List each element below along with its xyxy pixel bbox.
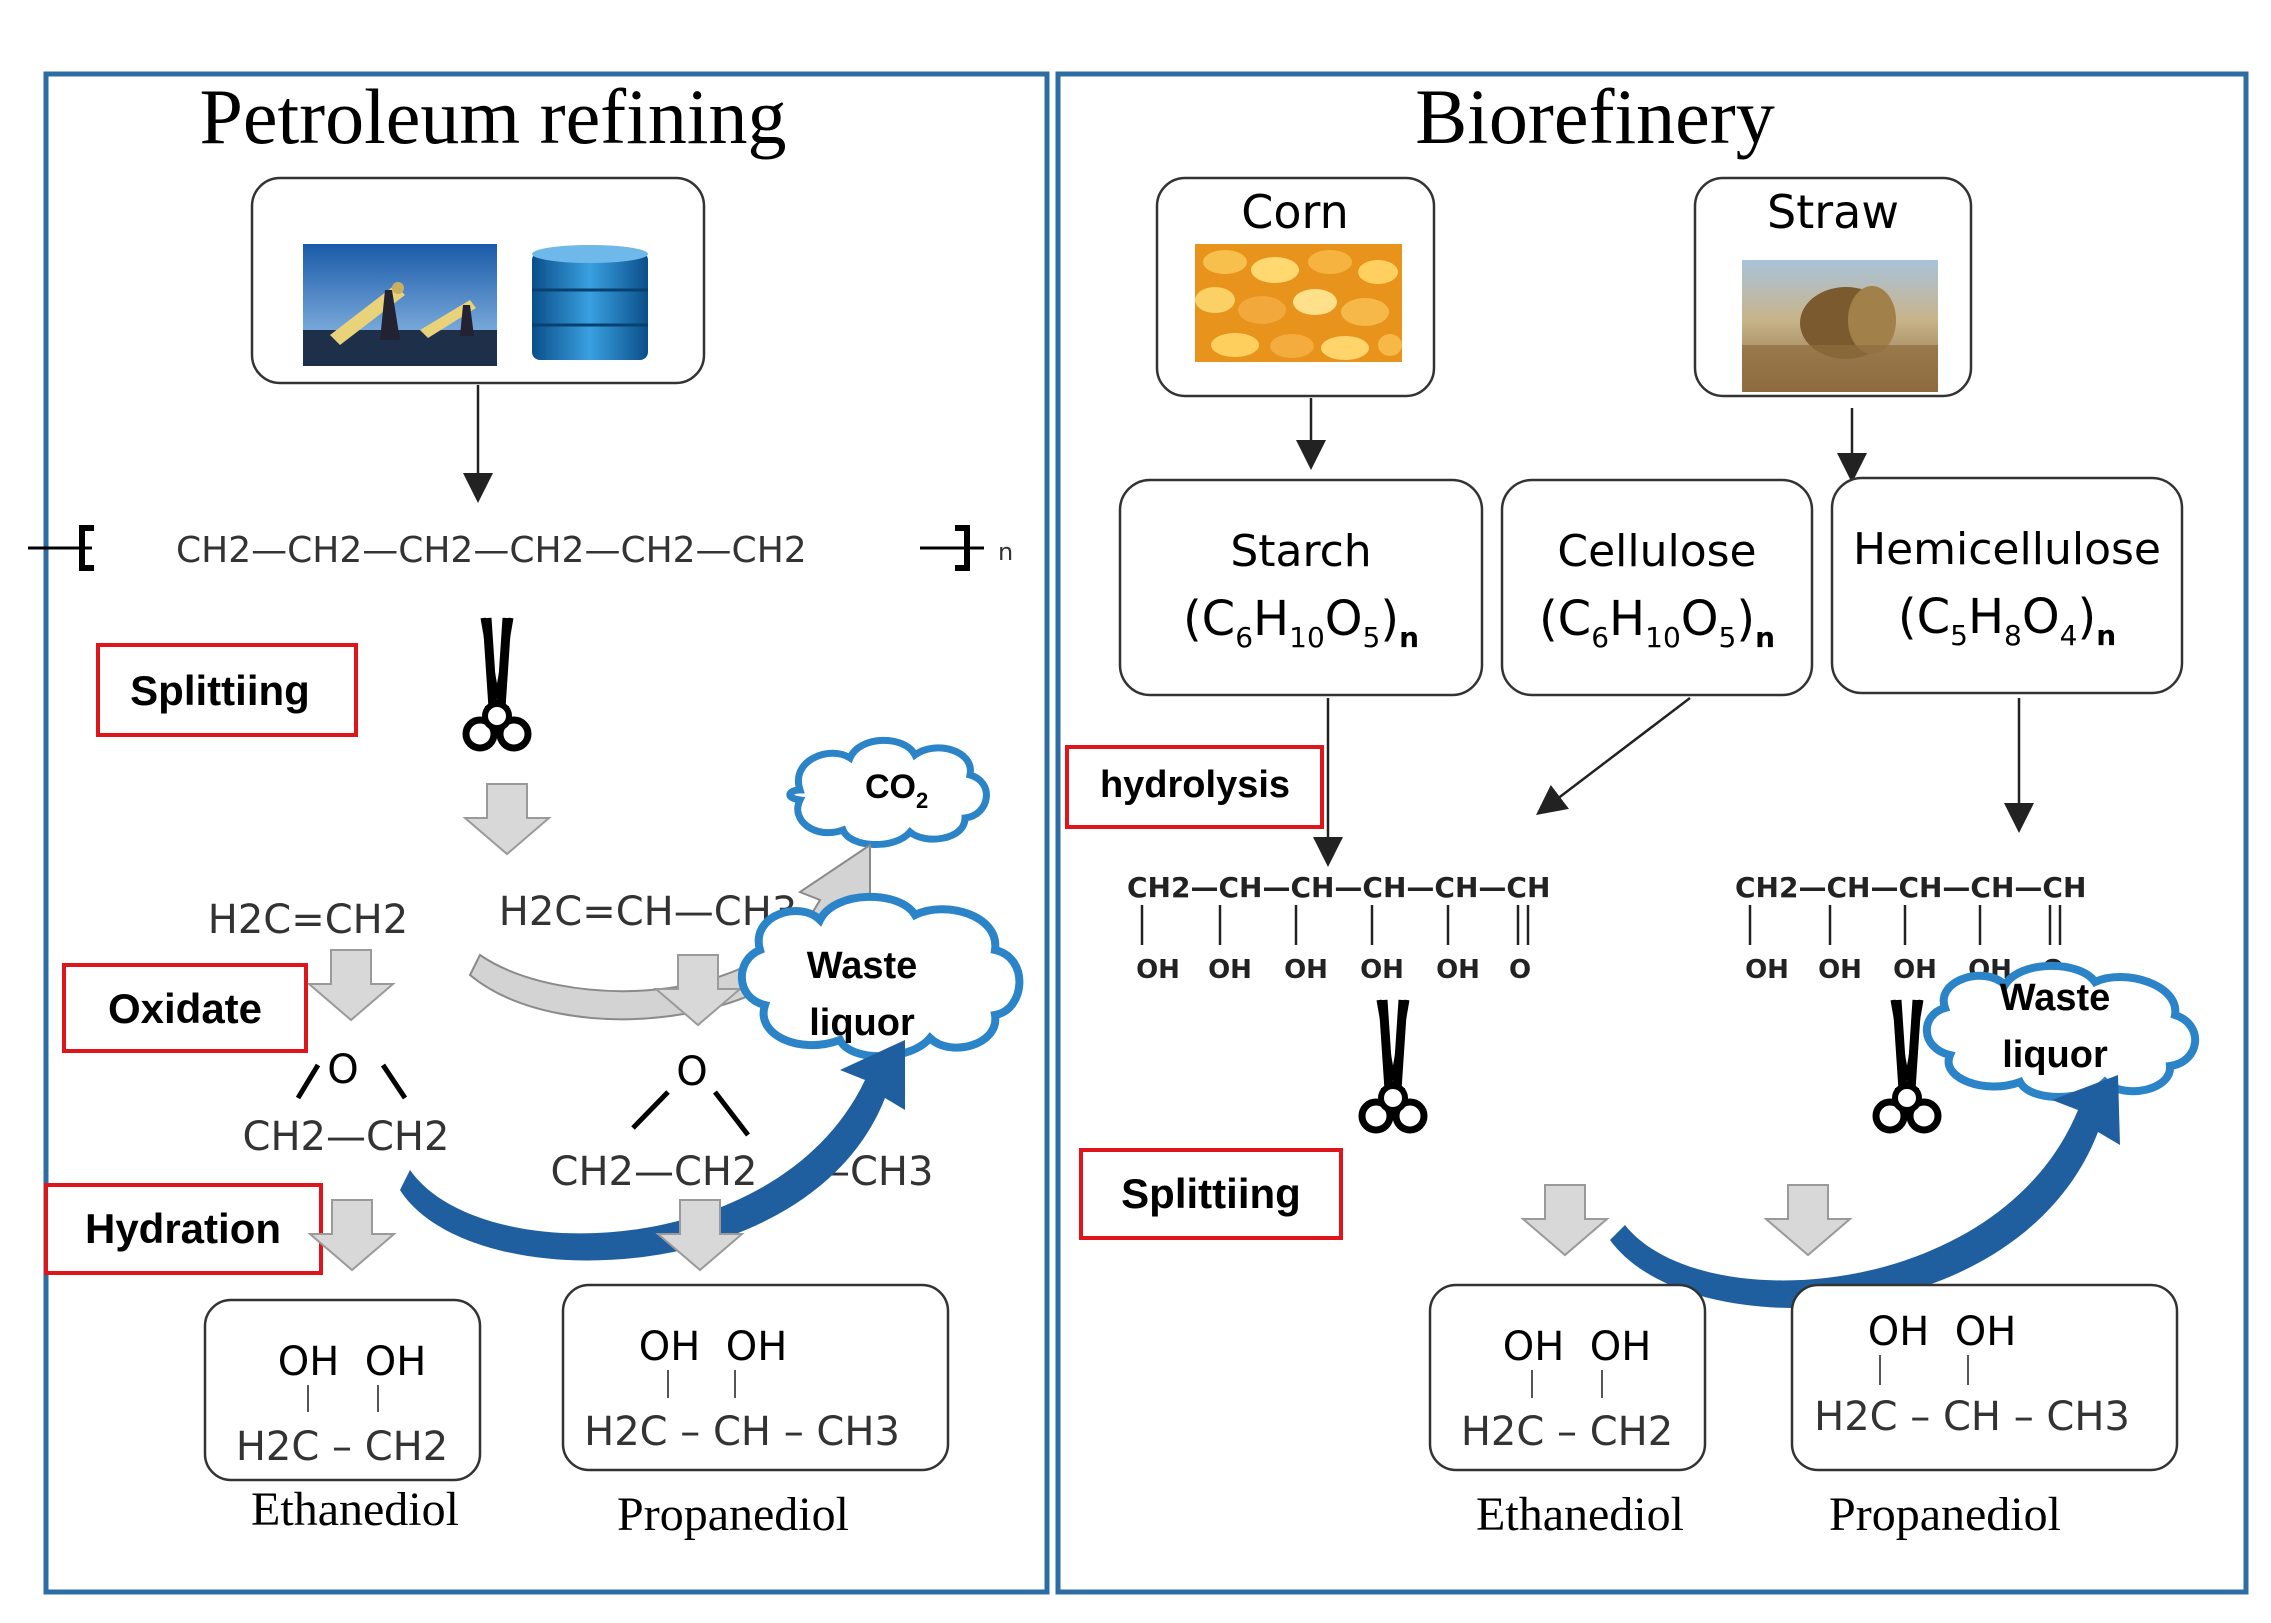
right-title: Biorefinery [1415,73,1775,160]
cellulose-label: Cellulose [1557,526,1756,577]
label-splitting: Splittiing [130,667,310,714]
label-hydrolysis: hydrolysis [1100,764,1290,806]
svg-text:OH: OH [1745,955,1789,985]
label-splitting-box [96,643,358,737]
ethanediol-box-right [1428,1283,1707,1472]
svg-text:OH: OH [1284,955,1328,985]
svg-text:O: O [327,1047,358,1093]
svg-text:CH2—CH2: CH2—CH2 [243,1114,450,1160]
svg-text:H2C – CH – CH3: H2C – CH – CH3 [584,1409,900,1455]
svg-text:Waste: Waste [807,945,918,987]
svg-text:O: O [1509,955,1531,985]
svg-text:OH: OH [1436,955,1480,985]
label-hydrolysis-box [1065,745,1324,829]
ethanediol-label: Ethanediol [251,1483,459,1536]
ethylene-oxide: O CH2—CH2 [243,1047,450,1160]
svg-text:OH: OH [1818,955,1862,985]
corn-photo [1195,244,1402,362]
propylene: H2C=CH—CH3 [499,889,797,935]
svg-text:OH OH: OH OH [1868,1309,2017,1355]
block-arrow-down [464,783,550,855]
waste-liquor-cloud: Waste liquor [737,892,1024,1061]
hemicellulose-formula: (C5H8O4)n [1898,589,2116,652]
oil-pump-photo [303,244,497,366]
svg-text:Waste: Waste [2000,977,2111,1019]
svg-text:OH: OH [1360,955,1404,985]
waste-liquor-cloud: Waste liquor [1922,961,2199,1101]
svg-text:CH2—CH—CH—CH—CH—CH: CH2—CH—CH—CH—CH—CH [1127,871,1550,904]
svg-text:n: n [998,538,1013,566]
block-arrow-down [1522,1184,1608,1256]
starch-formula: (C6H10O5)n [1183,591,1419,654]
curved-arrow-waste-right [1610,1075,2120,1308]
straw-bale-photo [1742,260,1938,392]
propanediol-label-right: Propanediol [1829,1488,2061,1541]
left-title: Petroleum refining [199,73,786,160]
cellulose-box [1500,478,1814,697]
label-oxidate-box [62,963,308,1053]
scissors-icon [466,618,528,748]
label-hydration-box [44,1183,323,1275]
hemicellulose-label: Hemicellulose [1853,524,2161,575]
label-hydration: Hydration [85,1205,281,1252]
cellulose-formula: (C6H10O5)n [1539,591,1775,654]
label-splitting-box-right [1079,1148,1343,1240]
svg-text:H2C – CH – CH3: H2C – CH – CH3 [1814,1394,2130,1440]
svg-text:OH: OH [1893,955,1937,985]
svg-text:OH OH: OH OH [278,1339,427,1385]
propylene-oxide: O CH2—CH2 —CH3 [551,1049,934,1195]
svg-text:OH OH: OH OH [1503,1324,1652,1370]
corn-label: Corn [1241,185,1349,239]
propanediol-box [561,1283,950,1472]
block-arrow-down [1765,1184,1851,1256]
scissors-icon [1362,1000,1424,1130]
svg-text:liquor: liquor [809,1002,915,1044]
starch-box [1118,478,1484,697]
block-arrow-down [308,949,394,1021]
propanediol-box-right [1790,1283,2179,1472]
svg-text:CO2: CO2 [865,768,928,813]
ethylene: H2C=CH2 [208,897,408,943]
label-splitting-right: Splittiing [1121,1170,1301,1217]
svg-text:OH: OH [1208,955,1252,985]
svg-text:CH2—CH2—CH2—CH2—CH2—CH2: CH2—CH2—CH2—CH2—CH2—CH2 [176,530,807,571]
co2-cloud: CO2 [786,736,990,848]
polyethylene-chain: CH2—CH2—CH2—CH2—CH2—CH2 n [28,525,1013,571]
right-panel [1055,71,2249,1595]
svg-text:OH: OH [1136,955,1180,985]
curved-arrow-waste [400,1040,905,1261]
oil-barrel-photo [532,245,648,360]
svg-text:H2C – CH2: H2C – CH2 [1461,1409,1673,1455]
svg-text:OH OH: OH OH [639,1324,788,1370]
hexose-chain: CH2—CH—CH—CH—CH—CH OH OH OH OH OH O [1127,871,1550,985]
propanediol-label: Propanediol [617,1488,849,1541]
ethanediol-box [203,1298,482,1482]
svg-text:CH2—CH2: CH2—CH2 [551,1149,758,1195]
starch-label: Starch [1230,526,1371,577]
svg-text:liquor: liquor [2002,1034,2108,1076]
label-oxidate: Oxidate [108,985,262,1032]
hemicellulose-box [1830,476,2184,695]
svg-text:CH2—CH—CH—CH—CH: CH2—CH—CH—CH—CH [1735,871,2086,904]
ethanediol-label-right: Ethanediol [1476,1488,1684,1541]
straw-label: Straw [1767,185,1899,239]
svg-text:H2C – CH2: H2C – CH2 [236,1424,448,1470]
svg-text:O: O [676,1049,707,1095]
left-panel [43,71,1050,1595]
